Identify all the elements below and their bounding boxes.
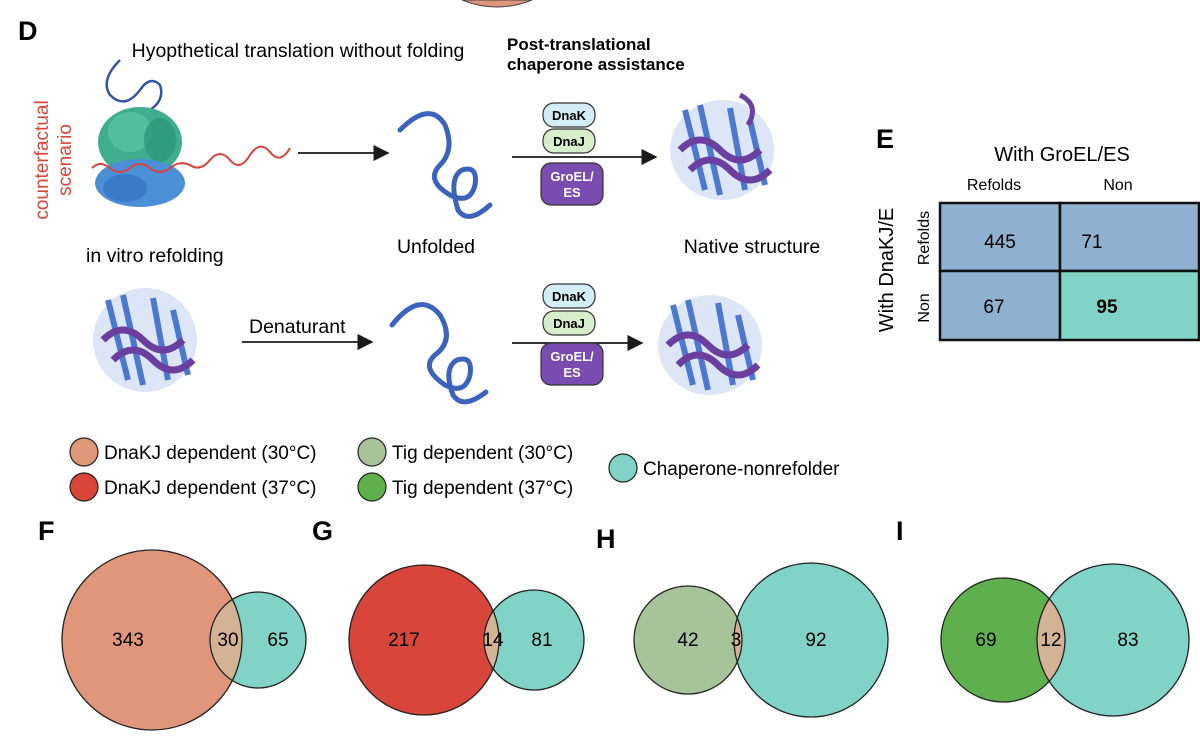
cell-refolds-non	[1058, 201, 1200, 273]
native-protein-icon	[670, 92, 774, 200]
venn-left-circle	[62, 550, 242, 730]
col-label-refolds: Refolds	[967, 177, 1021, 194]
dnakje-header: With DnaKJ/E	[876, 208, 898, 332]
legend-swatch	[69, 472, 99, 502]
groel-es-label-bottom: ES	[563, 365, 581, 380]
contingency-table: 445 71 67 95	[938, 201, 1200, 342]
ribosome-icon	[91, 59, 291, 207]
venn-count-left: 217	[388, 630, 420, 651]
venn-left-outline	[940, 577, 1066, 703]
venn-left-circle	[349, 565, 499, 715]
venn-right-outline	[1036, 563, 1190, 717]
panel-letter: F	[38, 516, 55, 546]
venn-count-right: 65	[267, 630, 288, 651]
in-vitro-refolding-label: in vitro refolding	[86, 245, 224, 267]
legend-swatch	[357, 472, 387, 502]
cell-value-bold: 95	[1096, 297, 1118, 318]
dnaj-label-bottom: DnaJ	[553, 316, 585, 331]
venn-left-outline	[348, 564, 500, 716]
col-label-non: Non	[1103, 177, 1132, 194]
unfolded-chain-icon	[397, 111, 493, 219]
panel-d-letter: D	[18, 16, 38, 46]
venn-right-outline	[209, 591, 307, 689]
venn-right-circle	[734, 563, 888, 717]
unfolded-chain-bottom-icon	[389, 302, 489, 405]
venn-diagrams: F 343 30 65 G 217 14 81 H 42 3 92 I 69 12 83	[38, 516, 1190, 731]
legend-label: DnaKJ dependent (30°C)	[104, 443, 317, 464]
legend-swatch	[608, 453, 638, 483]
venn-count-left: 42	[677, 630, 698, 651]
venn-count-overlap: 14	[482, 630, 504, 651]
venn-count-overlap: 30	[217, 630, 238, 651]
venn-left-circle	[634, 586, 742, 694]
post-translational-title-1: Post-translational	[507, 35, 651, 54]
venn-count-left: 343	[112, 630, 144, 651]
legend-label: Chaperone-nonrefolder	[643, 459, 840, 480]
venn-count-left: 69	[975, 630, 996, 651]
groel-es-header: With GroEL/ES	[994, 144, 1130, 166]
unfolded-label: Unfolded	[397, 236, 475, 258]
panel-letter: G	[312, 516, 333, 546]
venn-right-outline	[733, 562, 889, 718]
legend-label: Tig dependent (30°C)	[392, 443, 573, 464]
cell-value: 67	[983, 297, 1004, 318]
dnak-label-bottom: DnaK	[552, 289, 587, 304]
venn-i: I 69 12 83	[896, 516, 1190, 717]
cell-refolds-refolds	[938, 201, 1062, 273]
cell-non-non	[1058, 269, 1200, 342]
venn-left-outline	[61, 549, 243, 731]
chaperone-stack-top: DnaK DnaJ GroEL/ ES	[540, 102, 604, 206]
venn-g: G 217 14 81	[312, 516, 585, 716]
scenario-label: scenario	[55, 124, 76, 196]
groel-label: GroEL/	[550, 169, 594, 184]
cell-value: 445	[984, 232, 1016, 253]
legend-label: Tig dependent (37°C)	[392, 478, 573, 499]
venn-right-circle	[484, 590, 584, 690]
counterfactual-label: counterfactual	[32, 100, 53, 219]
venn-right-circle	[1037, 564, 1189, 716]
panel-e-letter: E	[876, 124, 894, 154]
post-translational-title-2: chaperone assistance	[507, 55, 685, 74]
venn-f: F 343 30 65	[38, 516, 307, 731]
groel-label-bottom: GroEL/	[550, 349, 594, 364]
native-protein-bottom-icon	[658, 295, 762, 395]
venn-count-right: 81	[531, 630, 552, 651]
row-label-non: Non	[916, 293, 933, 322]
chaperone-stack-bottom: DnaK DnaJ GroEL/ ES	[540, 283, 604, 386]
venn-count-overlap: 3	[731, 630, 742, 651]
venn-left-outline	[633, 585, 743, 695]
dnak-label: DnaK	[552, 108, 587, 123]
cropped-circle-fragment	[461, 0, 533, 8]
cell-non-refolds	[938, 269, 1062, 342]
venn-left-circle	[941, 578, 1065, 702]
venn-count-overlap: 12	[1040, 630, 1061, 651]
legend: DnaKJ dependent (30°C) DnaKJ dependent (…	[69, 437, 840, 502]
legend-swatch	[69, 437, 99, 467]
venn-h: H 42 3 92	[596, 524, 889, 718]
venn-count-right: 92	[805, 630, 826, 651]
native-structure-label: Native structure	[684, 236, 821, 258]
legend-label: DnaKJ dependent (37°C)	[104, 478, 317, 499]
panel-letter: I	[896, 516, 904, 546]
denaturant-label: Denaturant	[249, 316, 346, 338]
venn-right-outline	[483, 589, 585, 691]
title-translation-without-folding: Hyopthetical translation without folding	[132, 40, 465, 62]
venn-count-right: 83	[1117, 630, 1138, 651]
panel-letter: H	[596, 524, 616, 554]
dnaj-label: DnaJ	[553, 134, 585, 149]
cell-value: 71	[1081, 232, 1102, 253]
native-protein-left-icon	[93, 288, 197, 392]
legend-swatch	[357, 437, 387, 467]
groel-es-label: ES	[563, 185, 581, 200]
row-label-refolds: Refolds	[916, 211, 933, 265]
